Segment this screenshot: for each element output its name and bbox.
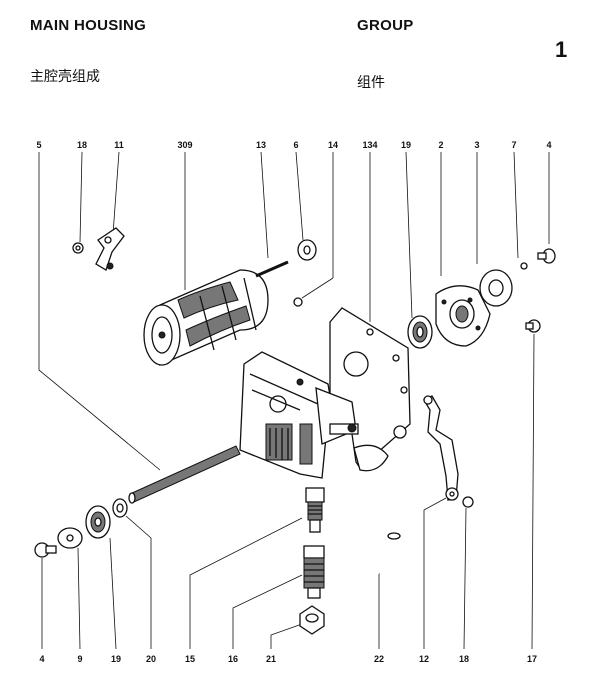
callout-20: 20 [145, 654, 157, 664]
callout-21: 21 [265, 654, 277, 664]
bolt-4-top [537, 248, 556, 264]
callout-15: 15 [184, 654, 196, 664]
drum-cylinder [143, 269, 269, 366]
group-title: GROUP [357, 17, 414, 34]
washer-6 [297, 239, 317, 261]
callout-134: 134 [362, 140, 378, 150]
callout-4-bottom: 4 [39, 654, 45, 664]
leader-12 [423, 497, 447, 649]
leader-19-top [405, 151, 413, 319]
fitting-16 [303, 545, 325, 599]
leader-14b [301, 277, 334, 299]
pin-13 [255, 260, 289, 278]
callout-18-top: 18 [76, 140, 88, 150]
callout-11: 11 [114, 140, 124, 150]
callout-17: 17 [526, 654, 538, 664]
leader-21 [270, 623, 303, 649]
callout-7: 7 [511, 140, 517, 150]
callout-12: 12 [418, 654, 430, 664]
leader-18-top [79, 151, 83, 243]
shaft-5 [128, 445, 241, 504]
hose-22 [308, 532, 401, 668]
fitting-21 [299, 605, 325, 635]
callout-4-top: 4 [546, 140, 552, 150]
flange-2 [435, 285, 491, 347]
callout-309: 309 [177, 140, 193, 150]
leader-20 [125, 515, 152, 649]
group-title-chinese: 组件 [357, 75, 385, 91]
plate-9 [57, 527, 83, 549]
leader-lines [38, 151, 550, 650]
plate-3 [479, 269, 513, 307]
page-number: 1 [555, 37, 568, 62]
main-housing [239, 307, 411, 479]
leader-15 [189, 517, 303, 649]
ring-7 [520, 262, 528, 270]
leader-13 [260, 151, 269, 259]
callout-16: 16 [227, 654, 239, 664]
lever-12 [423, 395, 459, 501]
callout-2: 2 [438, 140, 444, 150]
leader-18-bottom [463, 507, 467, 650]
leader-5 [38, 152, 161, 471]
nut-18-bottom [462, 496, 474, 508]
callout-3: 3 [474, 140, 480, 150]
section-title: MAIN HOUSING [30, 17, 147, 34]
bracket-11 [95, 227, 125, 271]
callout-6: 6 [293, 140, 299, 150]
callout-13: 13 [255, 140, 267, 150]
leader-6 [295, 151, 304, 241]
ring-14 [293, 297, 303, 307]
bearing-19-top [407, 315, 433, 349]
leader-11 [112, 151, 120, 235]
callout-19-top: 19 [400, 140, 412, 150]
bolt-17 [525, 319, 541, 333]
leader-9 [77, 547, 81, 650]
nut-18-top [72, 242, 84, 254]
callout-18-bottom: 18 [458, 654, 470, 664]
section-title-chinese: 主腔壳组成 [30, 69, 100, 85]
callout-9: 9 [77, 654, 83, 664]
fitting-15 [305, 487, 325, 533]
leader-19-bottom [109, 537, 117, 650]
bolt-4-bottom [34, 542, 57, 558]
leader-16 [232, 574, 303, 649]
callout-22: 22 [373, 654, 385, 664]
callout-5: 5 [36, 140, 42, 150]
callout-14: 14 [327, 140, 339, 150]
callout-19-bottom: 19 [110, 654, 122, 664]
leader-7 [513, 151, 519, 259]
washer-20 [112, 498, 128, 518]
bearing-19-bottom [85, 505, 111, 539]
leader-17 [531, 333, 535, 650]
